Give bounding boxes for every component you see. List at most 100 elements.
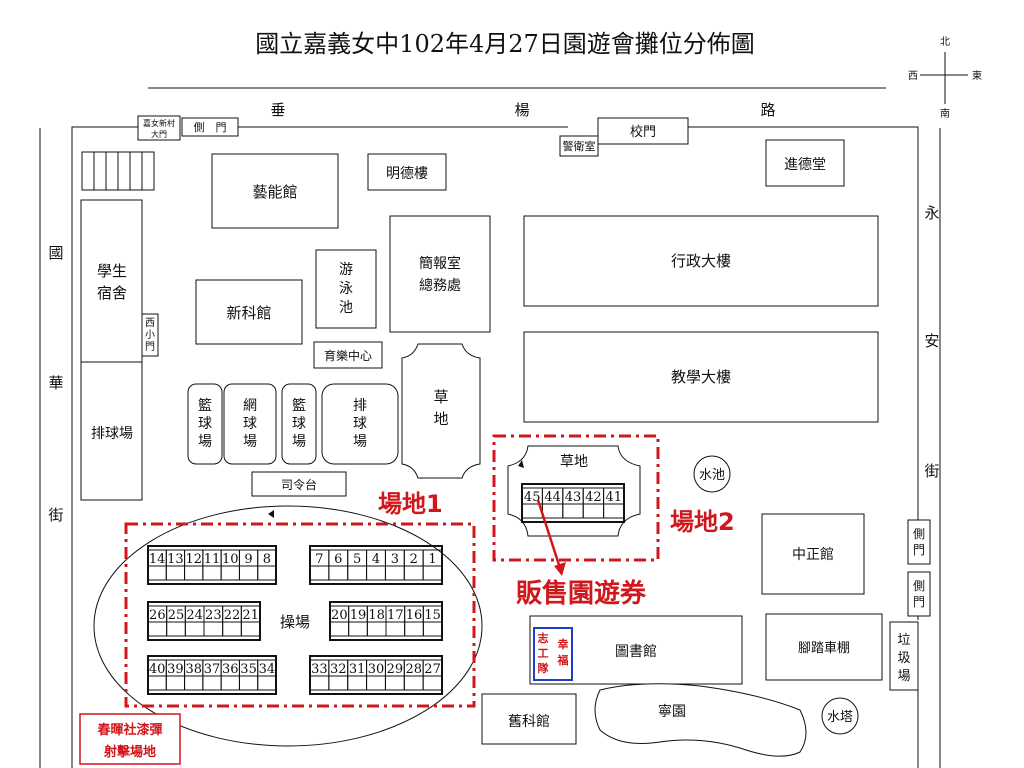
stall-number-32: 32 — [330, 662, 347, 677]
stall-number-2: 2 — [410, 552, 418, 567]
stall-number-37: 37 — [204, 662, 221, 677]
stall-number-45: 45 — [524, 490, 541, 505]
stall-26-lower — [147, 621, 168, 637]
ticket-label: 販售園遊券 — [516, 578, 647, 609]
library-label: 圖書館 — [615, 643, 657, 660]
guard-room-label: 警衛室 — [563, 139, 596, 153]
ticket-arrow — [536, 499, 562, 569]
stall-number-26: 26 — [149, 608, 166, 623]
stall-number-1: 1 — [428, 552, 436, 567]
campus-wall — [71, 126, 919, 768]
tennis-2: 球 — [243, 416, 257, 432]
west-gate-1: 西 — [145, 318, 155, 329]
bike-shed-label: 腳踏車棚 — [798, 641, 850, 656]
pool-label-1: 游 — [339, 262, 353, 278]
road-left-2: 華 — [48, 374, 63, 392]
stall-15-lower — [422, 621, 443, 637]
bike-shed — [765, 613, 883, 681]
stall-number-20: 20 — [331, 608, 348, 623]
stall-8-lower — [257, 565, 277, 581]
stall-22-lower — [222, 621, 242, 637]
stall-number-22: 22 — [224, 608, 241, 623]
stall-number-6: 6 — [334, 552, 342, 567]
road-top-1: 垂 — [270, 101, 285, 119]
art-hall-label: 藝能館 — [252, 183, 297, 201]
lawn-label-2: 地 — [433, 410, 448, 428]
lawn2-label: 草地 — [560, 454, 588, 470]
lawn-label-1: 草 — [433, 388, 448, 406]
road-top-2: 楊 — [514, 101, 529, 119]
map-title: 國立嘉義女中102年4月27日園遊會攤位分佈圖 — [255, 30, 755, 58]
site-1-boundary — [124, 522, 476, 708]
basket2-2: 球 — [292, 416, 306, 432]
jianu-gate-line2: 大門 — [151, 129, 167, 139]
paintball-1: 春暉社漆彈 — [96, 722, 162, 738]
podium — [251, 471, 347, 497]
side-gate-right-2 — [907, 571, 931, 617]
basket2-3: 場 — [292, 434, 306, 450]
stall-number-23: 23 — [205, 608, 222, 623]
stall-number-30: 30 — [368, 662, 385, 677]
stall-number-11: 11 — [204, 552, 221, 567]
stall-number-34: 34 — [259, 662, 276, 677]
pond — [693, 455, 731, 493]
stall-number-40: 40 — [149, 662, 166, 677]
water-tower-label: 水塔 — [827, 710, 853, 725]
basket1-2: 球 — [198, 416, 212, 432]
stall-24-lower — [184, 621, 205, 637]
stall-28-lower — [403, 675, 424, 691]
stall-number-39: 39 — [167, 662, 184, 677]
stall-38-lower — [184, 675, 204, 691]
compass-south: 南 — [940, 107, 950, 120]
stall-16-lower — [404, 621, 424, 637]
stall-number-31: 31 — [349, 662, 366, 677]
old-science-hall — [481, 693, 577, 745]
stall-27-lower — [422, 675, 443, 691]
stall-40-lower — [147, 675, 167, 691]
stall-number-42: 42 — [585, 490, 602, 505]
stall-32-lower — [328, 675, 349, 691]
garbage-2: 圾 — [897, 651, 910, 666]
pool-label-3: 池 — [339, 300, 353, 316]
admin-label: 行政大樓 — [671, 252, 731, 270]
stall-number-8: 8 — [263, 552, 271, 567]
garbage-area — [889, 621, 919, 691]
briefing-office — [389, 215, 491, 333]
volley-left-label: 排球場 — [91, 426, 133, 442]
xinke-label: 新科館 — [226, 304, 271, 322]
zhongzheng-label: 中正館 — [792, 546, 834, 563]
stall-6-lower — [328, 565, 349, 581]
garbage-3: 場 — [897, 669, 910, 684]
stall-29-lower — [384, 675, 405, 691]
volley2-2: 球 — [353, 416, 367, 432]
stall-20-lower — [329, 621, 350, 637]
stall-number-25: 25 — [168, 608, 185, 623]
road-right-2: 安 — [924, 332, 939, 350]
pond-label: 水池 — [699, 468, 725, 483]
volunteer-5: 福 — [557, 653, 569, 667]
stall-4-lower — [366, 565, 386, 581]
stall-41-lower — [603, 503, 625, 519]
stall-39-lower — [165, 675, 186, 691]
playground-track — [93, 505, 483, 747]
volunteer-3: 隊 — [538, 661, 550, 675]
stall-37-lower — [202, 675, 222, 691]
stall-number-19: 19 — [350, 608, 367, 623]
dorm-label-1: 學生 — [97, 262, 127, 280]
stall-number-27: 27 — [424, 662, 441, 677]
paintball-2: 射擊場地 — [103, 744, 156, 760]
side-gate-r2-1: 側 — [913, 579, 925, 593]
stall-number-33: 33 — [311, 662, 328, 677]
site-2-label: 場地2 — [670, 508, 735, 536]
compass-icon: 北 南 西 東 — [908, 36, 982, 120]
volunteer-1: 志 — [538, 631, 549, 645]
side-gate-right-1 — [907, 519, 931, 565]
lawn — [401, 343, 481, 479]
yule-label: 育樂中心 — [324, 348, 372, 363]
school-gate — [597, 117, 689, 145]
tennis-3: 場 — [243, 434, 257, 450]
stall-number-16: 16 — [406, 608, 423, 623]
stall-1-lower — [422, 565, 443, 581]
stall-7-lower — [309, 565, 330, 581]
